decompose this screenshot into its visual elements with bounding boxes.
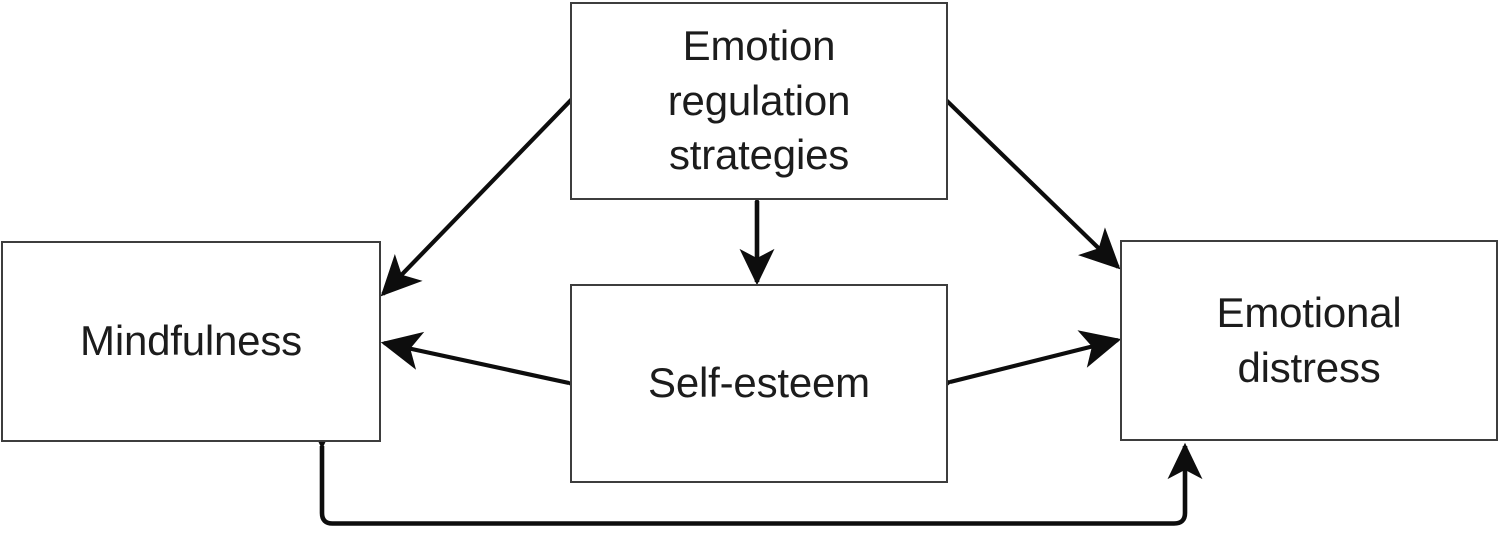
node-label-mindfulness: Mindfulness [80,317,302,365]
node-mindfulness[interactable]: Mindfulness [1,241,381,442]
node-label-self-esteem: Self-esteem [648,359,870,407]
node-self-esteem[interactable]: Self-esteem [570,284,948,483]
node-emotion-regulation-strategies[interactable]: Emotion regulation strategies [570,2,948,200]
node-emotional-distress[interactable]: Emotional distress [1120,240,1498,441]
edge-emotion-regulation-emotional-distress [906,60,1121,270]
edge-self-esteem-emotional-distress [909,330,1122,410]
node-label-emotion-regulation-strategies: Emotion regulation strategies [667,22,851,179]
edge-mindfulness-emotional-distress [304,412,1203,526]
edge-mindfulness-emotion-regulation [380,59,612,297]
node-label-emotional-distress: Emotional distress [1216,288,1402,391]
edge-mindfulness-self-esteem [380,331,610,410]
